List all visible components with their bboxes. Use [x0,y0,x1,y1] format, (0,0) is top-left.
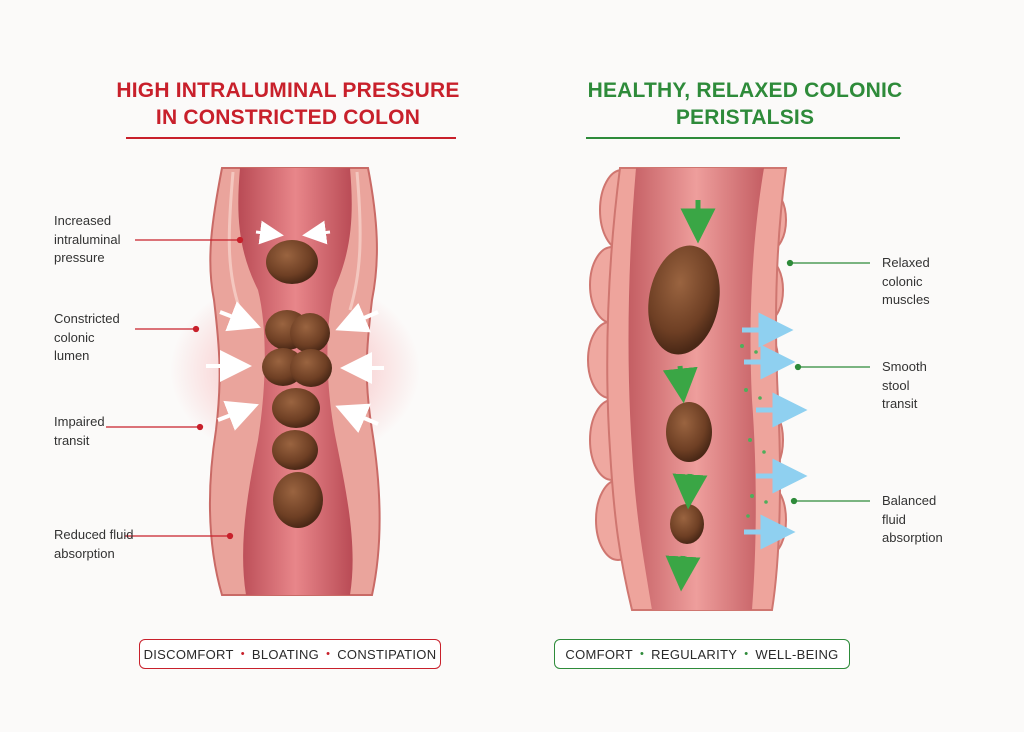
summary-separator: • [326,648,331,660]
label-line: intraluminal [54,231,121,247]
summary-item: REGULARITY [651,646,738,662]
label-line: Balanced [882,493,937,508]
label-line: Reduced fluid [54,527,134,542]
label-line: Increased [54,213,112,228]
compacted-stool [262,240,332,528]
label-line: pressure [54,250,105,265]
summary-item: CONSTIPATION [337,646,437,662]
constricted-colon [170,167,420,596]
summary-item: COMFORT [565,646,633,662]
peristalsis-arrow-icon [662,200,716,592]
label-line: Impaired [54,414,105,429]
left-leaders [106,236,244,540]
summary-item: WELL-BEING [755,646,839,662]
left-title-underline [126,137,456,139]
label-increased-pressure: Increased intraluminal pressure [54,212,164,268]
left-title: HIGH INTRALUMINAL PRESSURE IN CONSTRICTE… [108,77,468,131]
label-balanced-absorption: Balanced fluid absorption [882,492,992,548]
label-line: Constricted [54,311,120,326]
summary-item: BLOATING [251,646,320,662]
label-line: transit [54,432,90,448]
summary-separator: • [240,648,245,660]
stool-piece [670,504,704,544]
label-relaxed-muscles: Relaxed colonic muscles [882,254,992,310]
healthy-summary-badge: COMFORT • REGULARITY • WELL-BEING [554,639,850,669]
absorption-dots [740,344,768,518]
left-title-line: HIGH INTRALUMINAL PRESSURE [116,79,460,102]
label-reduced-absorption: Reduced fluid absorption [54,526,164,563]
label-line: transit [882,396,918,411]
label-line: Relaxed [882,255,930,270]
label-line: muscles [882,292,930,307]
label-smooth-transit: Smooth stool transit [882,358,992,414]
problem-summary-badge: DISCOMFORT • BLOATING • CONSTIPATION [139,639,441,669]
label-impaired-transit: Impaired transit [54,413,164,450]
label-line: colonic [54,329,95,345]
label-constricted-lumen: Constricted colonic lumen [54,310,164,366]
right-title: HEALTHY, RELAXED COLONIC PERISTALSIS [560,77,930,131]
label-line: lumen [54,348,90,363]
label-line: absorption [54,545,115,561]
fluid-arrow-icon [742,312,808,550]
stool-piece [666,402,712,462]
label-line: stool [882,377,910,393]
label-line: Smooth [882,359,927,374]
summary-separator: • [744,648,749,660]
label-line: absorption [882,530,943,545]
label-line: fluid [882,511,906,527]
right-title-line: PERISTALSIS [675,106,815,129]
right-leaders [786,259,870,505]
healthy-colon-lumen [628,168,764,610]
right-title-underline [586,137,900,139]
right-title-line: HEALTHY, RELAXED COLONIC [587,79,903,102]
left-title-line: IN CONSTRICTED COLON [155,106,421,129]
pressure-arrow-icon [206,220,384,434]
summary-item: DISCOMFORT [143,646,234,662]
label-line: colonic [882,273,923,289]
summary-separator: • [640,648,645,660]
healthy-colon [587,167,808,611]
stool-piece [648,245,720,355]
